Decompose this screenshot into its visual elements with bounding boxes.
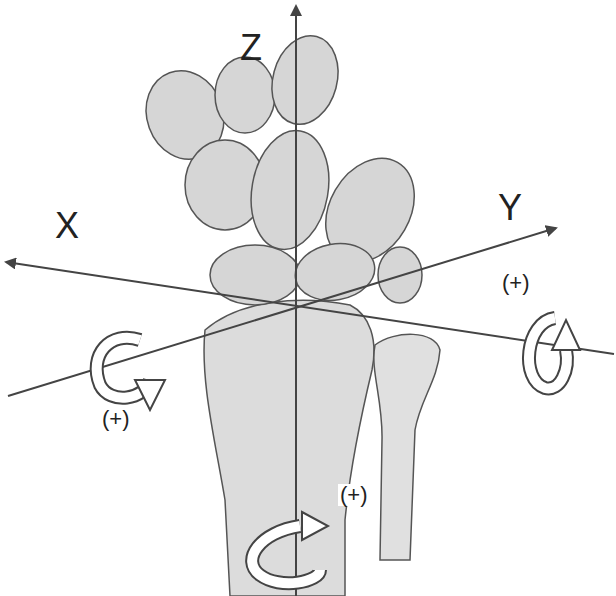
carpal [242, 124, 338, 255]
ulna [374, 334, 440, 560]
rotation-sign: (+) [100, 408, 132, 430]
bones [134, 28, 440, 596]
rotation-sign: (+) [338, 484, 370, 506]
rotation-sign: (+) [500, 272, 532, 294]
axes [6, 6, 614, 596]
carpal [210, 245, 300, 305]
axis-label: Y [498, 190, 522, 226]
carpal [215, 57, 275, 133]
carpal [262, 28, 347, 131]
rotation-arrows [97, 318, 580, 583]
z-axis [295, 6, 297, 596]
x-axis [6, 262, 614, 354]
radius [204, 300, 374, 596]
axis-label: Z [240, 30, 262, 66]
axis-label: X [55, 208, 79, 244]
